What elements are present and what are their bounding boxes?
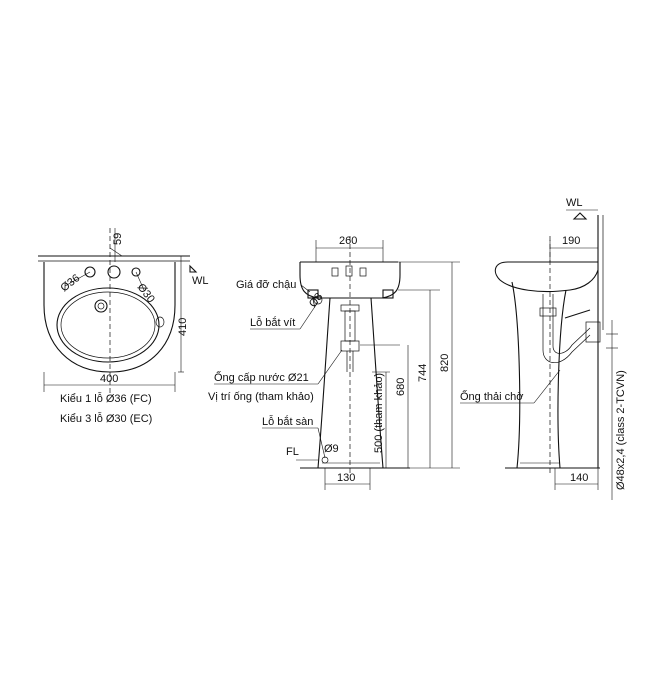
dim-744-label: 744 [417,364,429,382]
side-view: WL 190 Ống thải chờ Ø48x2,4 (class 2-TCV… [460,197,627,500]
dim-d9-label: Ø9 [324,443,339,455]
basin-outline-plan [43,262,176,373]
wl-right-label: WL [566,197,583,209]
fl-label: FL [286,446,299,458]
basin-outline-front [299,262,401,299]
drain-icon [94,299,108,313]
dim-130-label: 130 [337,472,355,484]
pedestal-side [511,281,567,469]
dim-59-label: 59 [112,233,124,245]
dim-400-label: 400 [100,373,118,385]
front-view: Ø8 260 130 FL Ø9 [208,235,460,490]
wl-left-label: WL [192,275,209,287]
dim-140-label: 140 [570,472,588,484]
dim-500-label: 500 (tham khảo) [373,373,385,453]
dim-820-label: 820 [439,354,451,372]
dim-680-label: 680 [395,378,407,396]
ong-thai-cho-label: Ống thải chờ [460,389,523,403]
dim-410-label: 410 [177,318,189,336]
vi-tri-ong-label: Vị trí ống (tham khảo) [208,391,314,403]
dim-260-label: 260 [339,235,357,247]
pipe-spec-label: Ø48x2,4 (class 2-TCVN) [615,370,627,490]
lo-bat-vit-label: Lỗ bắt vít [250,316,295,329]
dim-d30-label: Ø30 [135,281,157,305]
lo-bat-san-label: Lỗ bắt sàn [262,415,313,428]
kieu-3-label: Kiểu 3 lỗ Ø30 (EC) [60,412,152,425]
ong-cap-nuoc-label: Ống cấp nước Ø21 [214,370,309,384]
basin-outline-side [494,261,599,293]
plan-view: 59 Ø36 Ø30 410 WL 400 Kiểu 1 lỗ Ø36 (FC)… [38,228,209,425]
bowl-plan [56,287,160,363]
kieu-1-label: Kiểu 1 lỗ Ø36 (FC) [60,392,152,405]
dim-190-label: 190 [562,235,580,247]
dim-d36-label: Ø36 [58,272,82,294]
gia-do-chau-label: Giá đỡ chậu [236,279,296,291]
dim-d8-label: Ø8 [307,291,325,310]
